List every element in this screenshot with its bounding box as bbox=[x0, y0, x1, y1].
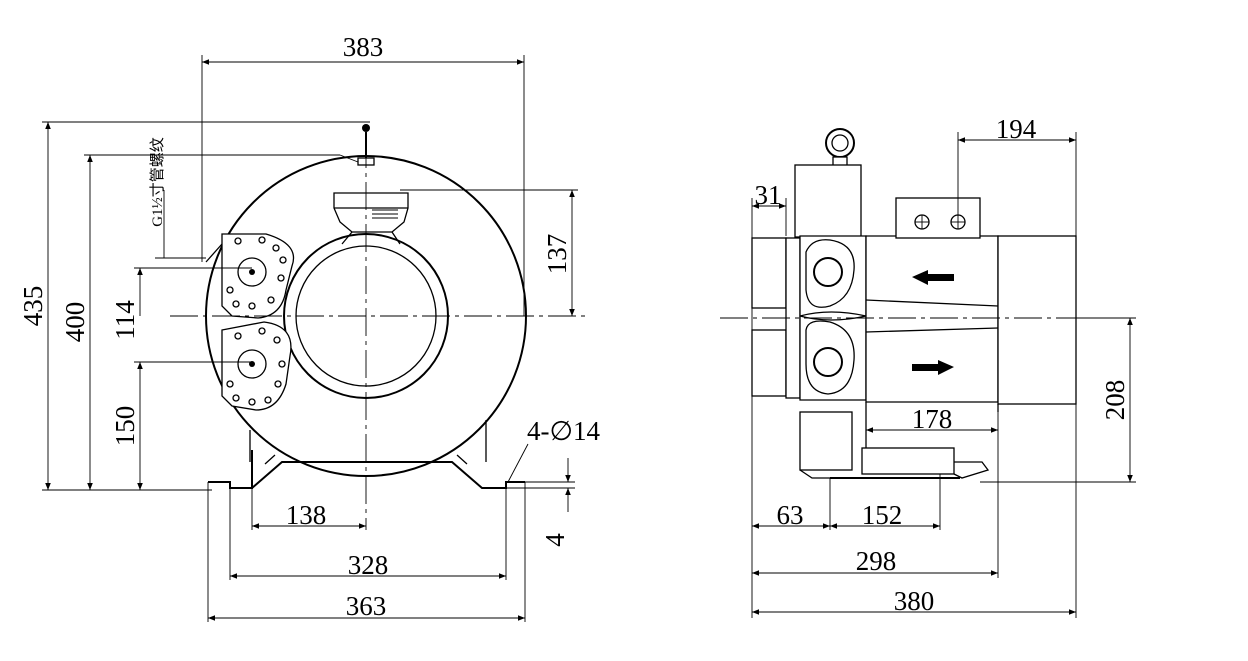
flow-arrow-out bbox=[912, 360, 954, 375]
dim-center-height: 208 bbox=[1100, 380, 1130, 421]
leader-holes bbox=[507, 443, 529, 483]
dim-motor-width: 178 bbox=[912, 404, 953, 434]
side-terminal-box bbox=[794, 164, 862, 238]
side-base bbox=[799, 402, 999, 479]
outlet-port-flange bbox=[221, 321, 292, 411]
dim-body-length: 298 bbox=[856, 546, 897, 576]
dim-outlet-height: 150 bbox=[110, 406, 140, 447]
mount-holes-label: 4-∅14 bbox=[527, 416, 601, 446]
dim-mount-spacing: 328 bbox=[348, 550, 389, 580]
dim-top-offset: 137 bbox=[542, 234, 572, 275]
dim-inlet-offset: 114 bbox=[110, 300, 140, 340]
side-upper-flange bbox=[751, 237, 787, 309]
motor-housing bbox=[865, 235, 1077, 405]
side-lifting-eye bbox=[825, 128, 855, 168]
dim-base-width: 363 bbox=[346, 591, 387, 621]
dim-foot-length: 152 bbox=[862, 500, 903, 530]
front-view: 383 435 400 114 150 137 138 328 363 4 4-… bbox=[18, 32, 601, 622]
dim-flange-depth: 31 bbox=[755, 180, 782, 210]
muffler-block bbox=[895, 197, 981, 239]
thread-note: G1½寸管螺纹 bbox=[149, 137, 166, 227]
dim-foot-offset: 63 bbox=[777, 500, 804, 530]
side-lower-flange bbox=[751, 329, 787, 397]
side-view: 31 194 208 178 63 152 298 380 bbox=[720, 114, 1136, 618]
terminal-box bbox=[333, 192, 409, 245]
dim-overall-width: 383 bbox=[343, 32, 384, 62]
dim-overall-height: 435 bbox=[18, 286, 48, 327]
dim-overall-length: 380 bbox=[894, 586, 935, 616]
dim-base-thickness: 4 bbox=[540, 533, 570, 547]
flow-arrow-in bbox=[912, 270, 954, 285]
dim-half-base: 138 bbox=[286, 500, 327, 530]
dim-flange-height: 400 bbox=[60, 302, 90, 343]
dim-motor-offset: 194 bbox=[996, 114, 1037, 144]
inlet-port-flange bbox=[205, 233, 295, 319]
